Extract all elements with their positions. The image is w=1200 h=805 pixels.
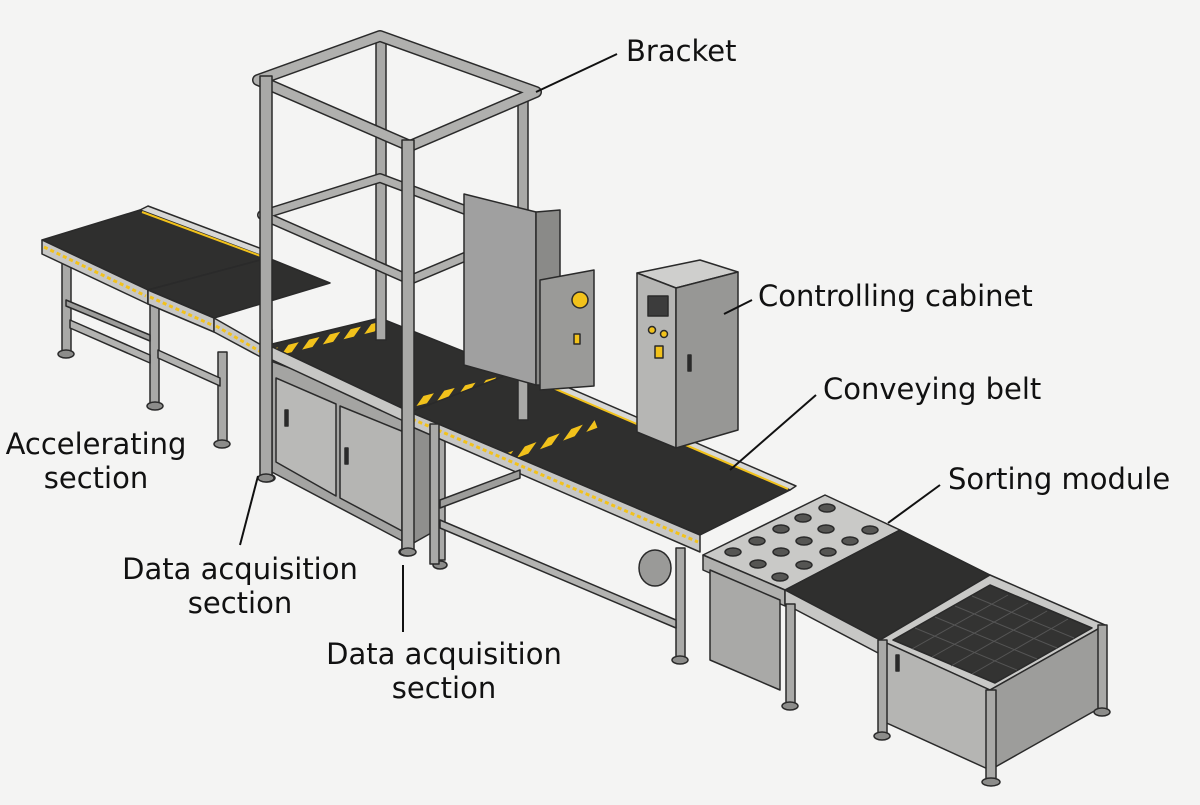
label-accelerating-line2: section bbox=[43, 461, 149, 495]
leader-conveying-belt bbox=[729, 394, 817, 471]
leader-lines bbox=[239, 53, 941, 632]
label-daq1-line2: section bbox=[187, 586, 293, 620]
leader-bracket bbox=[535, 53, 618, 93]
leader-daq-1 bbox=[239, 475, 259, 546]
label-daq2-line1: Data acquisition bbox=[326, 637, 562, 671]
sorting-module bbox=[702, 494, 1111, 787]
label-bracket: Bracket bbox=[626, 34, 737, 68]
label-accelerating-section: Accelerating section bbox=[0, 427, 192, 495]
label-sorting-module: Sorting module bbox=[948, 462, 1171, 496]
rear-machine bbox=[463, 193, 595, 391]
leader-controlling-cabinet bbox=[723, 299, 753, 315]
controlling-cabinet bbox=[636, 259, 739, 449]
label-controlling-cabinet: Controlling cabinet bbox=[758, 279, 1033, 313]
accelerating-section bbox=[41, 205, 331, 449]
label-daq2-line2: section bbox=[391, 671, 497, 705]
label-data-acquisition-section-2: Data acquisition section bbox=[322, 637, 566, 705]
label-daq1-line1: Data acquisition bbox=[122, 552, 358, 586]
label-data-acquisition-section-1: Data acquisition section bbox=[120, 552, 360, 620]
label-conveying-belt: Conveying belt bbox=[823, 372, 1042, 406]
label-accelerating-line1: Accelerating bbox=[5, 427, 187, 461]
leader-sorting-module bbox=[887, 484, 941, 524]
